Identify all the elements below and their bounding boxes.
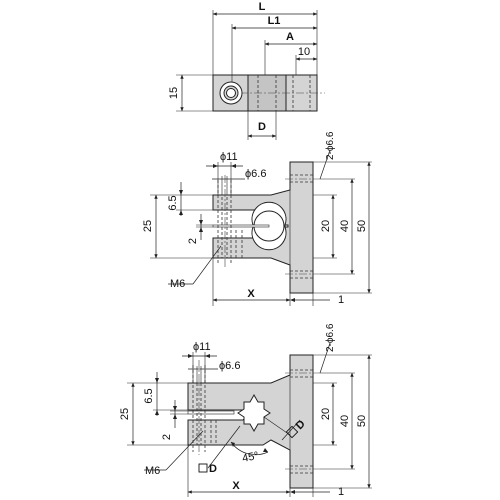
dim-phi11-label: ϕ11 — [193, 341, 211, 353]
dim-20-label: 20 — [320, 408, 332, 420]
top-view: L L1 A 10 15 D — [168, 1, 325, 140]
square-bore — [237, 393, 271, 433]
thread-M6-label: M6 — [170, 278, 185, 290]
dim-2-phi6-6-label: 2-ϕ6.6 — [325, 323, 336, 352]
through-hole — [226, 88, 236, 98]
dim-6-5-label: 6.5 — [143, 388, 155, 403]
dim-40-label: 40 — [339, 220, 351, 232]
dim-50-label: 50 — [356, 415, 368, 427]
angle-45-label: 45° — [241, 450, 260, 465]
clamp-slit — [212, 224, 270, 228]
dim-20-label: 20 — [320, 220, 332, 232]
top-view-center-block — [247, 74, 287, 112]
dim-sqD-bottom-label: D — [209, 463, 217, 475]
dim-2-label: 2 — [161, 434, 173, 440]
dim-25-label: 25 — [119, 408, 131, 420]
dim-D-label: D — [258, 121, 266, 133]
dim-X-label: X — [247, 288, 255, 300]
dim-L-label: L — [259, 1, 266, 13]
dim-phi6-6-label: ϕ6.6 — [219, 360, 240, 372]
dim-A-label: A — [286, 31, 294, 43]
dim-phi6-6-label: ϕ6.6 — [245, 168, 266, 180]
dim-40-label: 40 — [339, 415, 351, 427]
dim-15-label: 15 — [168, 87, 180, 99]
clamp-slit — [187, 410, 235, 415]
dim-10-label: 10 — [298, 46, 310, 58]
dim-6-5-label: 6.5 — [167, 195, 179, 210]
square-symbol-icon — [198, 463, 208, 473]
square-symbol-icon — [285, 425, 299, 439]
dim-1-label: 1 — [338, 294, 344, 306]
dim-2-phi6-6-label: 2-ϕ6.6 — [325, 131, 336, 160]
bottom-view: ϕ11 ϕ6.6 6.5 25 2 2-ϕ6.6 2 — [119, 323, 372, 498]
dim-1-label: 1 — [338, 486, 344, 498]
dim-25-label: 25 — [142, 220, 154, 232]
dim-2-label: 2 — [187, 238, 199, 244]
dim-50-label: 50 — [356, 220, 368, 232]
middle-view: ϕ11 ϕ6.6 6.5 25 2 2-ϕ6.6 2 — [142, 131, 372, 306]
dim-X-label: X — [232, 480, 240, 492]
dim-phi11-label: ϕ11 — [220, 151, 238, 163]
dim-L1-label: L1 — [268, 15, 281, 27]
thread-M6-label: M6 — [145, 465, 160, 477]
